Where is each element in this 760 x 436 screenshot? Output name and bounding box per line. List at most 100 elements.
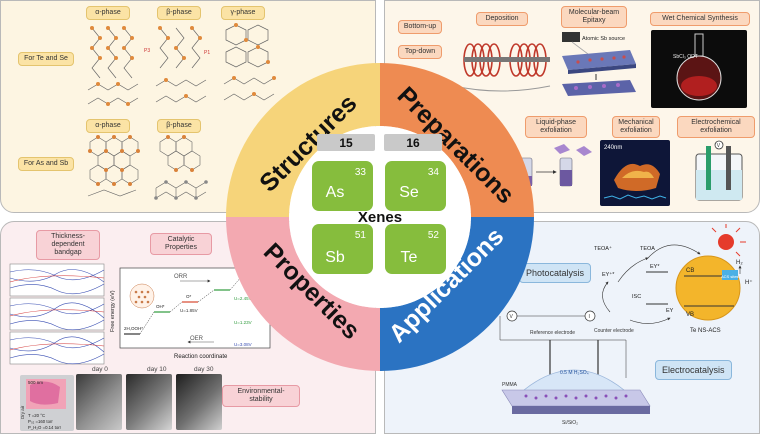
element-tile-te (385, 224, 446, 274)
ammeter-label: I (589, 314, 590, 320)
svg-text:P3: P3 (144, 48, 150, 54)
beta-phase-tag-top: β-phase (157, 6, 201, 21)
deposition-tag: Deposition (476, 12, 528, 27)
afm-scale-label: 240nm (604, 145, 622, 151)
alpha-phase-tag-top: α-phase (86, 6, 130, 21)
te-se-crystal-structures: P3 P1 (87, 23, 276, 106)
h2-label: H₂ (736, 260, 743, 266)
mechanical-exfoliation-afm: 240nm (600, 140, 670, 206)
sample-flake-illustration: 500 nm Dry air T =20 °C P₀₂ =160 torr P_… (20, 379, 66, 430)
acs-label: ACS sites (721, 274, 739, 279)
element-tile-as (312, 161, 373, 211)
element-number-te: 52 (428, 230, 440, 241)
alpha-phase-tag-bottom: α-phase (86, 119, 130, 134)
environmental-stability-tag: Environmental-stability (222, 385, 300, 408)
flask-label: SbCl₃ ODT (673, 54, 698, 60)
cb-label: CB (686, 268, 694, 274)
group-15-label: 15 (339, 136, 353, 150)
liquid-phase-tag: Liquid-phase exfoliation (525, 116, 587, 139)
stability-sem-day30 (176, 374, 222, 430)
stability-sem-day10 (126, 374, 172, 430)
condition-2: P₀₂ =160 torr (28, 419, 53, 424)
top-down-tag: Top-down (398, 45, 442, 60)
electrochemical-tag: Electrochemical exfoliation (677, 116, 755, 139)
electrocatalysis-cell: V I Reference electrode Counter electrod… (499, 310, 651, 426)
photocatalysis-tag: Photocatalysis (519, 263, 592, 284)
wet-chemical-photo: SbCl₃ ODT (651, 30, 747, 108)
afm-sample-image: 500 nm Dry air T =20 °C P₀₂ =160 torr P_… (20, 375, 74, 431)
gamma-phase-tag: γ-phase (221, 6, 265, 21)
ring-structures-segment (226, 63, 380, 217)
stability-sem-day0 (76, 374, 122, 430)
catalytic-tag: Catalytic Properties (150, 233, 212, 256)
electrocatalysis-tag: Electrocatalysis (655, 360, 732, 381)
ring-properties-segment (226, 217, 380, 371)
element-number-as: 33 (355, 167, 367, 178)
catalyst-lattice-inset (129, 283, 155, 309)
chart-value-2: U=1.85V (180, 308, 198, 313)
chart-oer-label: OER (190, 336, 204, 342)
voltmeter-label: V (510, 314, 514, 320)
group-15-tile (317, 134, 375, 151)
svg-text:P1: P1 (204, 50, 210, 56)
condition-3: P_H₂O =0.14 torr (28, 425, 62, 430)
chart-value-4: U=1.23V (234, 320, 252, 325)
element-symbol-se: Se (399, 184, 419, 201)
electrochemical-cell-illustration: V (695, 140, 743, 201)
mechanical-tag: Mechanical exfoliation (612, 116, 660, 139)
for-te-se-tag: For Te and Se (18, 52, 74, 67)
afm-illustration: 240nm (603, 145, 667, 200)
chart-species-5: 2H,OOH* (124, 326, 143, 331)
ey-label: EY (666, 308, 674, 314)
chart-orr-label: ORR (174, 274, 188, 280)
teoa-label: TEOA (640, 246, 655, 252)
element-tile-sb (312, 224, 373, 274)
chart-species-4: O* (186, 294, 192, 299)
condition-1: T =20 °C (28, 413, 45, 418)
day-30-label: day 30 (194, 366, 214, 373)
svg-text:V: V (717, 143, 721, 149)
element-number-sb: 51 (355, 230, 367, 241)
group-16-label: 16 (406, 136, 420, 150)
ey-star-label: EY* (650, 264, 660, 270)
element-tile-se (385, 161, 446, 211)
band-structure-plots (9, 263, 105, 365)
element-symbol-sb: Sb (325, 249, 345, 266)
scale-label: 500 nm (28, 380, 43, 385)
substrate-label: Si/SiO₂ (562, 420, 578, 426)
reference-electrode-label: Reference electrode (530, 330, 575, 336)
ring-preparations-segment (380, 63, 534, 217)
ring-applications-segment (380, 217, 534, 371)
dry-air-label: Dry air (20, 405, 25, 419)
electrolyte-label: 0.5 M H₂SO₄ (560, 370, 589, 376)
deposition-coil-illustration (453, 43, 551, 92)
counter-electrode-label: Counter electrode (594, 328, 634, 334)
element-symbol-as: As (326, 184, 345, 201)
pmma-label: PMMA (502, 382, 518, 388)
for-as-sb-tag: For As and Sb (18, 157, 74, 172)
flask-illustration: SbCl₃ ODT (673, 33, 722, 101)
te-ns-acs-label: Te NS-ACS (690, 328, 721, 334)
chart-value-5: U=3.08V (234, 342, 252, 347)
chart-ylabel: Free energy (eV) (110, 290, 116, 332)
hplus-label: H⁺ (745, 279, 753, 286)
mbe-illustration: Atomic Sb source (562, 32, 636, 96)
element-number-se: 34 (428, 167, 440, 178)
chart-species-3: OH* (156, 304, 165, 309)
day-10-label: day 10 (147, 366, 167, 373)
mbe-source-label: Atomic Sb source (582, 36, 625, 42)
isc-label: ISC (632, 294, 641, 300)
day-0-label: day 0 (92, 366, 108, 373)
vb-label: VB (686, 312, 694, 318)
as-sb-crystal-structures (87, 135, 208, 200)
xenes-title: Xenes (358, 209, 402, 226)
bottom-up-tag: Bottom-up (398, 20, 442, 35)
bandgap-tag: Thickness-dependent bandgap (36, 230, 100, 261)
photocatalysis-scheme: TEOA⁺ TEOA EY⁺* EY* ISC EY CB VB ACS sit… (594, 224, 753, 334)
element-symbol-te: Te (401, 249, 418, 266)
chart-value-3: U=2.45V (234, 296, 252, 301)
ey-plus-label: EY⁺* (602, 271, 615, 278)
group-16-tile (384, 134, 442, 151)
